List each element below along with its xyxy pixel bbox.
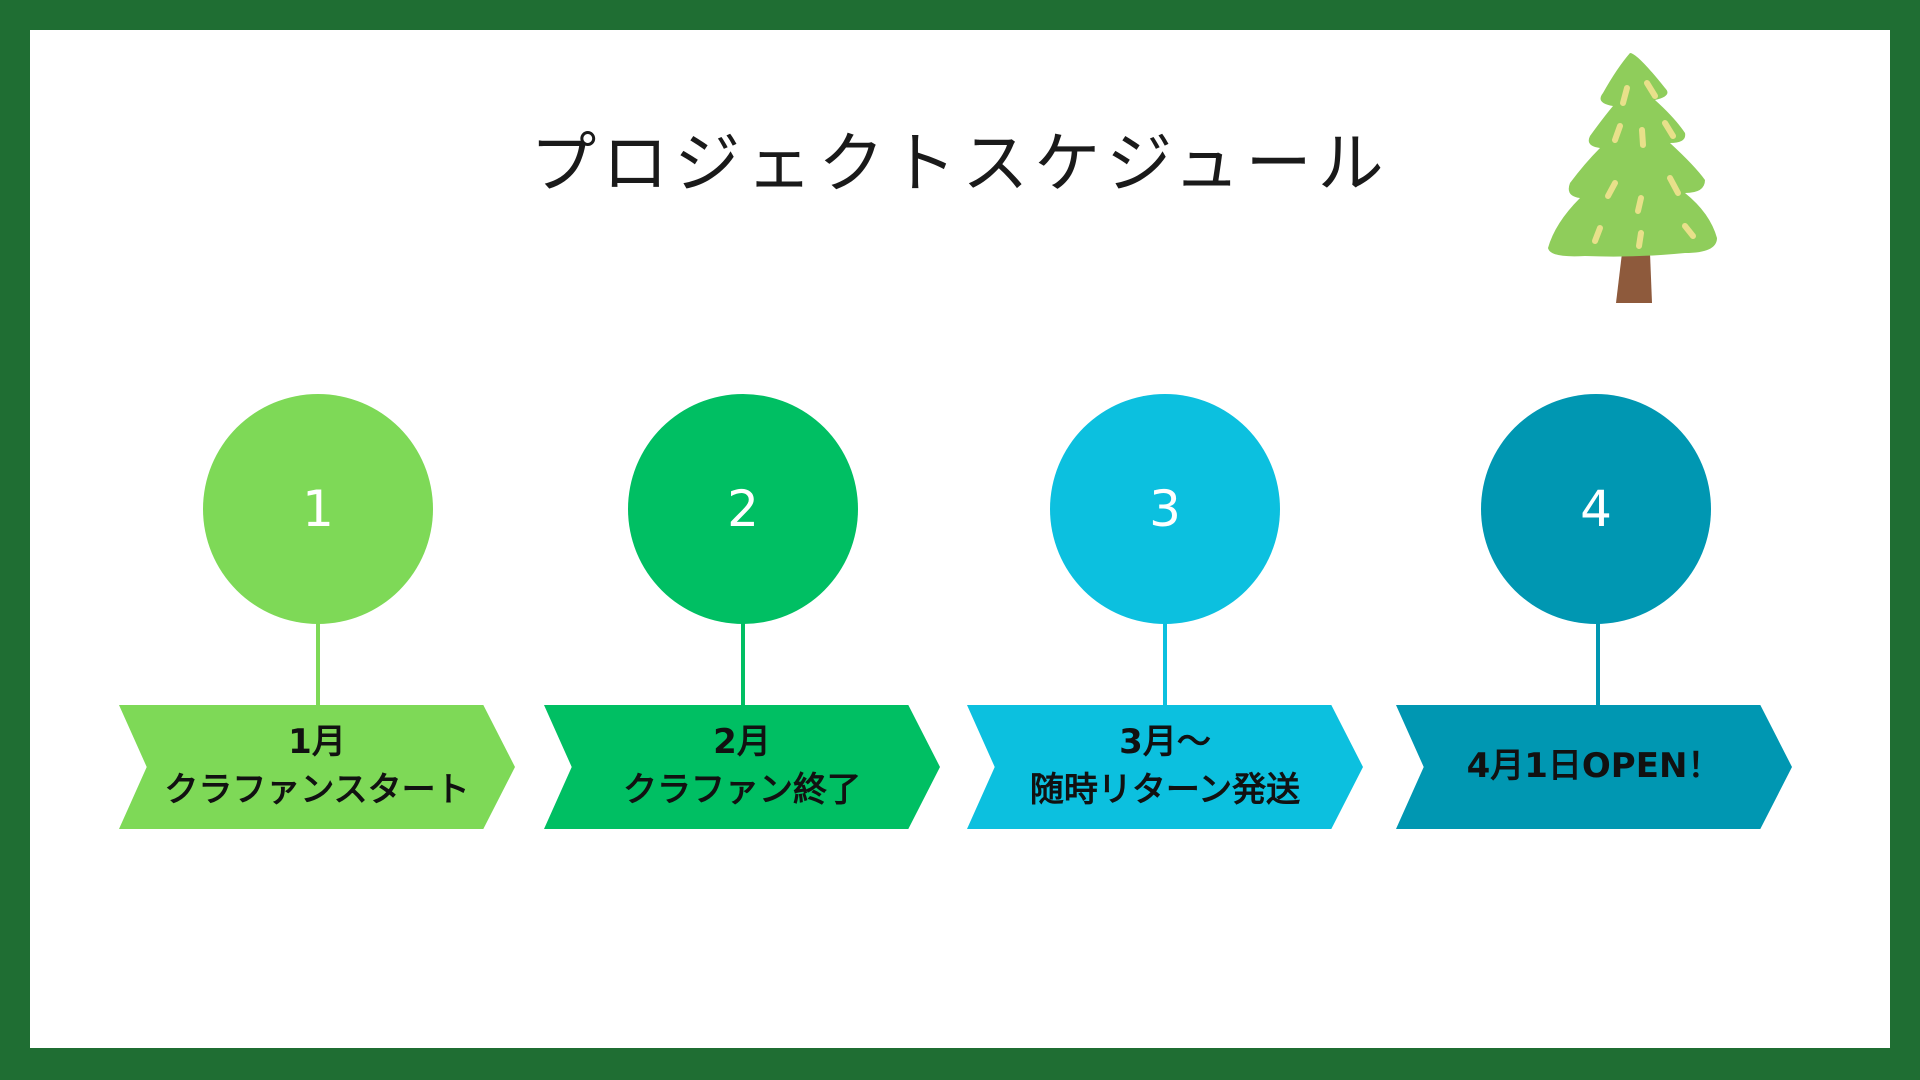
tree-icon (1548, 53, 1717, 303)
step-3-label: 3月〜 随時リターン発送 (967, 705, 1363, 829)
step-number: 2 (727, 480, 759, 538)
step-number: 1 (302, 480, 334, 538)
step-4-label: 4月1日OPEN！ (1396, 705, 1792, 829)
step-2-label: 2月 クラファン終了 (544, 705, 940, 829)
step-date: 4月1日OPEN！ (1466, 746, 1722, 787)
step-date: 2月 (713, 722, 771, 763)
connector-line (1596, 620, 1600, 706)
step-1-circle: 1 (203, 394, 433, 624)
connector-line (1163, 620, 1167, 706)
step-1-label: 1月 クラファンスタート (119, 705, 515, 829)
step-description: クラファンスタート (164, 770, 470, 810)
step-date: 1月 (288, 722, 346, 763)
step-number: 3 (1149, 480, 1181, 538)
step-date: 3月〜 (1119, 722, 1211, 763)
step-2-circle: 2 (628, 394, 858, 624)
step-3-circle: 3 (1050, 394, 1280, 624)
step-description: クラファン終了 (623, 770, 861, 810)
page-title: プロジェクトスケジュール (530, 125, 1390, 202)
step-description: 随時リターン発送 (1029, 770, 1301, 810)
step-number: 4 (1580, 480, 1612, 538)
connector-line (316, 620, 320, 706)
step-4-circle: 4 (1481, 394, 1711, 624)
connector-line (741, 620, 745, 706)
